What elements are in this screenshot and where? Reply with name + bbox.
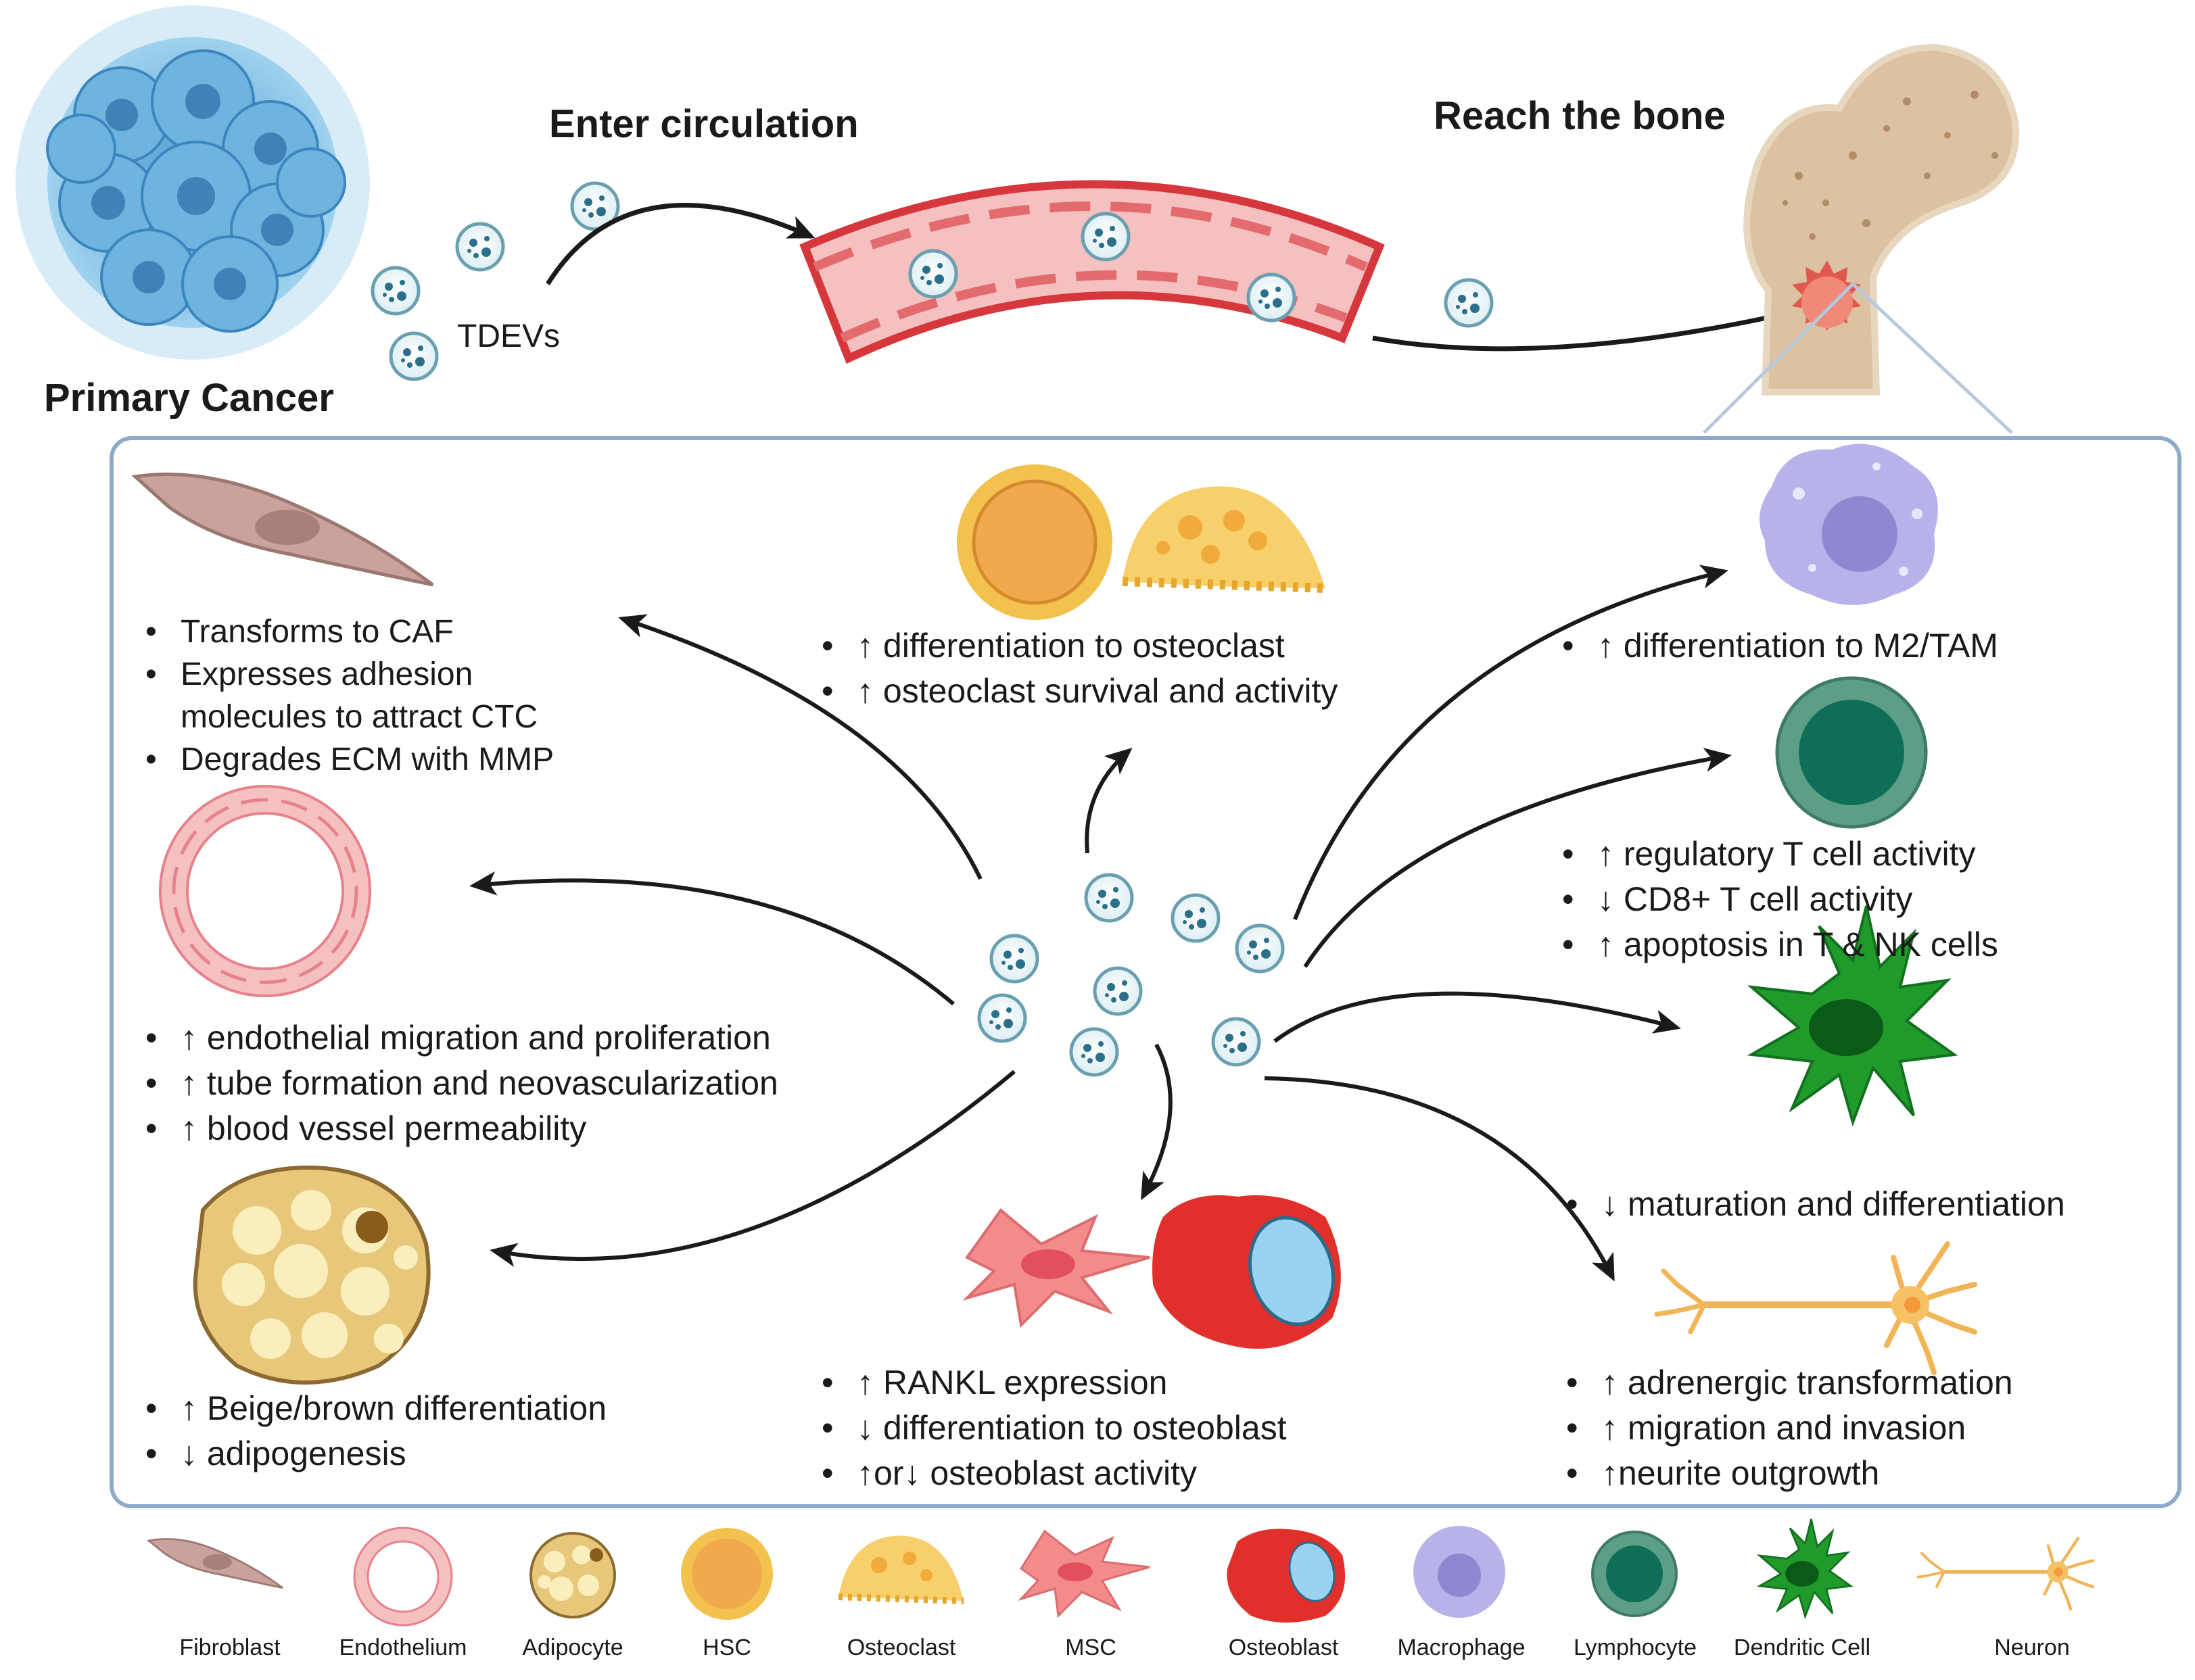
- legend-label-fibroblast: Fibroblast: [179, 1635, 281, 1660]
- legend-osteoblast-icon: [1227, 1529, 1346, 1623]
- effect-item: ↑ differentiation to M2/TAM: [1562, 623, 1998, 669]
- effect-item: ↑neurite outgrowth: [1566, 1451, 2013, 1496]
- legend-lymphocyte-icon: [1591, 1531, 1678, 1617]
- legend-label-osteoclast: Osteoclast: [847, 1635, 956, 1660]
- macrophage-effects: ↑ differentiation to M2/TAM: [1562, 623, 1998, 669]
- effect-item: Transforms to CAF: [145, 610, 554, 653]
- effect-item: ↑ apoptosis in T & NK cells: [1562, 922, 1998, 967]
- effect-item: ↑ adrenergic transformation: [1566, 1360, 2013, 1406]
- effect-item: ↑ differentiation to osteoclast: [822, 623, 1338, 669]
- effect-item: ↑ endothelial migration and proliferatio…: [145, 1015, 778, 1061]
- legend-label-macrophage: Macrophage: [1397, 1635, 1526, 1660]
- tdevs-label: TDEVs: [457, 318, 561, 354]
- arrow-reach-bone: [1372, 305, 1796, 352]
- legend-label-lymphocyte: Lymphocyte: [1573, 1635, 1697, 1660]
- effect-item: ↑ osteoclast survival and activity: [822, 669, 1338, 714]
- osteoclast-effects: ↑ differentiation to osteoclast ↑ osteoc…: [822, 623, 1338, 714]
- fibroblast-effects: Transforms to CAF Expresses adhesion mol…: [145, 610, 554, 781]
- adipocyte-effects: ↑ Beige/brown differentiation ↓ adipogen…: [145, 1386, 607, 1477]
- primary-cancer-cluster: [16, 5, 370, 360]
- legend-hsc-icon: [681, 1528, 773, 1620]
- legend-label-hsc: HSC: [703, 1635, 751, 1660]
- legend-fibroblast-icon: [146, 1538, 283, 1589]
- effect-item: ↑ regulatory T cell activity: [1562, 832, 1998, 877]
- msc-cell: [962, 1208, 1150, 1328]
- fibroblast-cell: [131, 473, 434, 587]
- effect-item: ↑ migration and invasion: [1566, 1406, 2013, 1451]
- neuron-effects: ↑ adrenergic transformation ↑ migration …: [1566, 1360, 2013, 1496]
- legend-msc-icon: [1018, 1529, 1150, 1618]
- effect-item: Expresses adhesion: [145, 653, 554, 696]
- legend-label-adipocyte: Adipocyte: [522, 1635, 623, 1660]
- endothelium-effects: ↑ endothelial migration and proliferatio…: [145, 1015, 778, 1151]
- legend-macrophage-icon: [1413, 1526, 1505, 1618]
- effect-arrows: [469, 565, 1732, 1282]
- lymphocyte-cell: [1775, 676, 1928, 829]
- osteoblast-effects: ↑ RANKL expression ↓ differentiation to …: [822, 1360, 1287, 1496]
- adipocyte-cell: [193, 1166, 431, 1385]
- macrophage-cell: [1760, 443, 1938, 605]
- legend-label-osteoblast: Osteoblast: [1228, 1635, 1339, 1660]
- legend-endothelium-icon: [353, 1527, 453, 1627]
- osteoblast-cell: [1152, 1195, 1341, 1349]
- reach-bone-label: Reach the bone: [1434, 94, 1726, 138]
- osteoclast-cell: [1122, 486, 1326, 593]
- primary-cancer-label: Primary Cancer: [44, 376, 334, 420]
- tdev-vesicles-center: [979, 875, 1283, 1075]
- legend-neuron-icon: [1918, 1539, 2094, 1610]
- arrow-enter-circulation: [546, 203, 816, 285]
- effect-item: ↑ blood vessel permeability: [145, 1106, 778, 1151]
- effect-item: Degrades ECM with MMP: [145, 738, 554, 781]
- endothelium-cell: [159, 785, 371, 997]
- effect-item: ↓ maturation and differentiation: [1566, 1182, 2065, 1227]
- enter-circulation-label: Enter circulation: [549, 102, 859, 146]
- femur-bone: [1743, 43, 2019, 395]
- effect-item: ↑or↓ osteoblast activity: [822, 1451, 1287, 1496]
- legend-icons: [146, 1518, 2094, 1627]
- legend-label-dendritic-cell: Dendritic Cell: [1733, 1635, 1871, 1660]
- hsc-cell: [957, 464, 1112, 620]
- legend-label-msc: MSC: [1065, 1635, 1116, 1660]
- lymphocyte-effects: ↑ regulatory T cell activity ↓ CD8+ T ce…: [1562, 832, 1998, 967]
- blood-vessel: [799, 180, 1385, 364]
- effect-item: ↑ tube formation and neovascularization: [145, 1061, 778, 1106]
- dendritic-effects: ↓ maturation and differentiation: [1566, 1182, 2065, 1227]
- effect-item: ↓ differentiation to osteoblast: [822, 1406, 1287, 1451]
- effect-item: ↑ Beige/brown differentiation: [145, 1386, 607, 1431]
- microenvironment-box: [110, 436, 2181, 1508]
- legend-label-neuron: Neuron: [1994, 1635, 2070, 1660]
- legend-dendritic-icon: [1756, 1518, 1854, 1620]
- legend-label-endothelium: Endothelium: [339, 1635, 467, 1660]
- effect-item: ↓ adipogenesis: [145, 1431, 607, 1477]
- zoom-lines: [1703, 283, 2013, 434]
- effect-item: molecules to attract CTC: [181, 699, 538, 735]
- legend-adipocyte-icon: [529, 1532, 616, 1618]
- neuron-cell: [1657, 1244, 1975, 1372]
- effect-item: ↑ RANKL expression: [822, 1360, 1287, 1406]
- effect-item: ↓ CD8+ T cell activity: [1562, 877, 1998, 922]
- legend-osteoclast-icon: [838, 1535, 964, 1604]
